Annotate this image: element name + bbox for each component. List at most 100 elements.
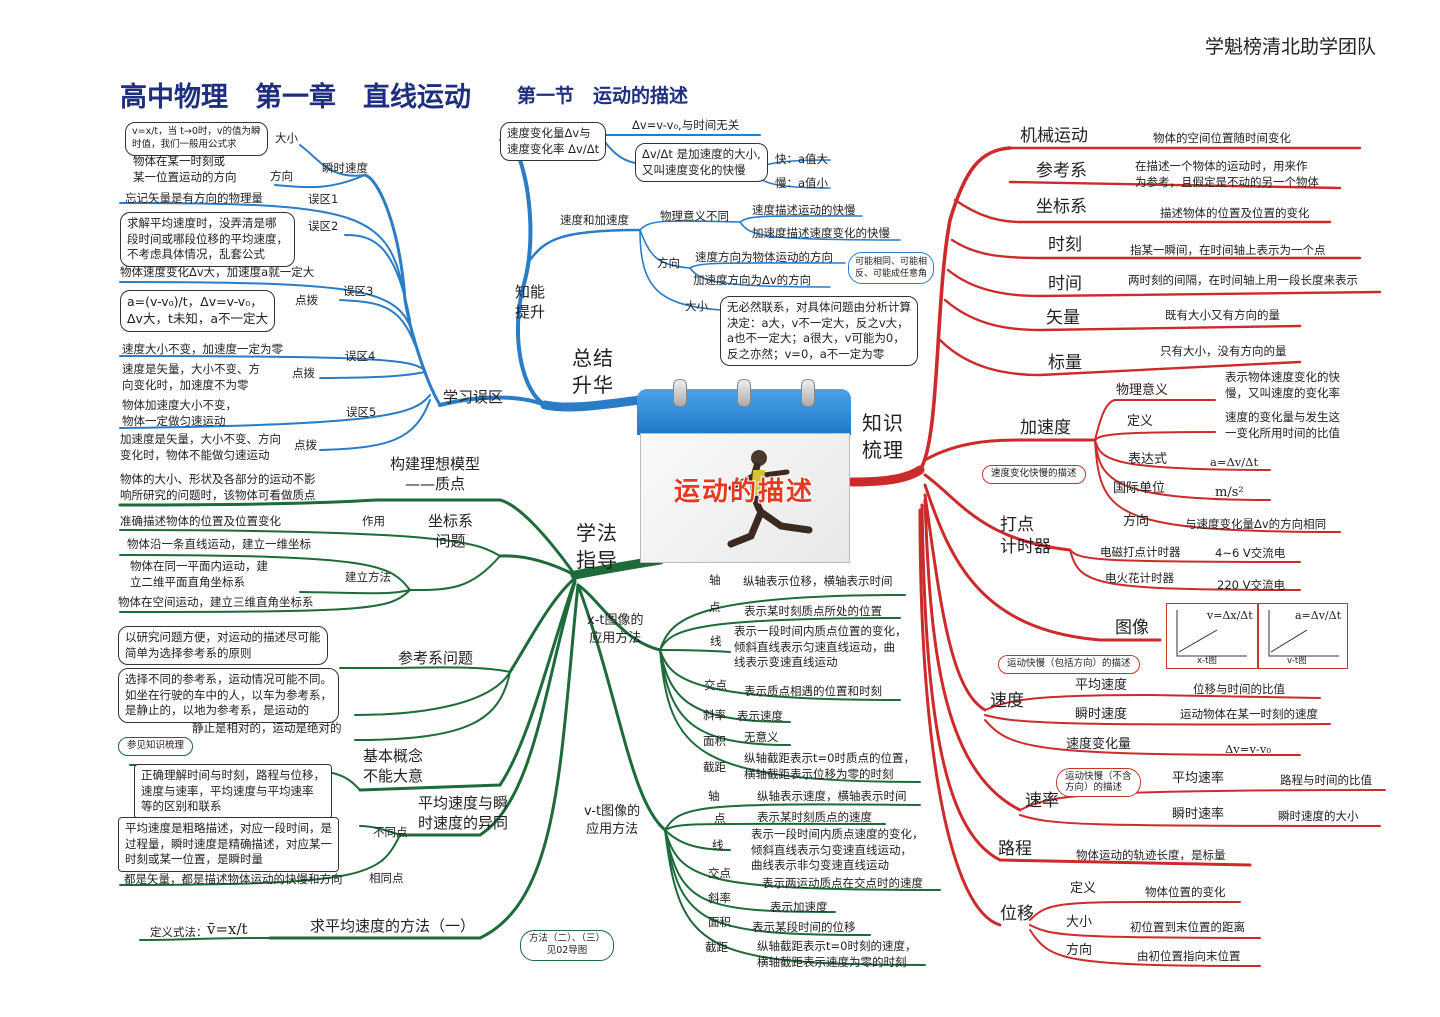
- disp-dir-desc: 由初位置指向末位置: [1137, 949, 1241, 963]
- rate-label: 速度变化量Δv与 速度变化率 Δv/Δt: [500, 122, 607, 162]
- disp-def-desc: 物体位置的变化: [1145, 885, 1226, 899]
- mistake-3-label: 误区3: [343, 284, 374, 298]
- mistake-4-box: 速度是矢量，大小不变、方 向变化时，加速度不为零: [122, 362, 260, 392]
- coord-build-2: 物体在同一平面内运动，建 立二维平面直角坐标系: [130, 559, 268, 589]
- instant-velocity-label: 瞬时速度: [322, 161, 368, 175]
- kr-item-6-label: 标量: [1048, 353, 1082, 373]
- meaning-diff: 物理意义不同: [660, 209, 729, 223]
- path-label: 路程: [998, 839, 1032, 859]
- instant-size-box: v=x/t，当 t→0时，v的值为瞬 时值，我们一般用公式求: [125, 122, 268, 156]
- avgmethod-formula-label: 定义式法：: [150, 925, 208, 939]
- xt-item-6-val: 纵轴截距表示t=0时质点的位置， 横轴截距表示位移为零的时刻: [744, 751, 915, 781]
- branch-summary: 总结 升华: [572, 346, 614, 397]
- vt-item-5-val: 表示某段时间的位移: [752, 920, 856, 934]
- calendar-ring: [801, 379, 815, 407]
- ref-box-2: 选择不同的参考系，运动情况可能不同。 如坐在行驶的车中的人，以车为参考系， 是静…: [118, 668, 339, 723]
- runner-icon: [727, 450, 813, 548]
- avgmethod-formula: v̄=x/t: [207, 920, 248, 938]
- vt-item-5-key: 面积: [708, 915, 731, 929]
- avginst-label: 平均速度与瞬 时速度的异同: [418, 794, 509, 833]
- page-subtitle: 第一节 运动的描述: [517, 85, 689, 107]
- timer-2: 电火花计时器: [1105, 571, 1174, 585]
- speed-inst-desc: 运动物体在某一时刻的速度: [1180, 707, 1318, 721]
- rate-avg-desc: 路程与时间的比值: [1280, 773, 1372, 787]
- coord-role: 作用: [362, 514, 385, 528]
- red-branches: [847, 146, 1386, 967]
- kr-item-1-desc: 在描述一个物体的运动时，用来作 为参考，且假定是不动的另一个物体: [1135, 159, 1319, 189]
- mistake-5-text: 物体加速度大小不变， 物体一定做匀速运动: [122, 398, 237, 428]
- rate-bubble: 运动快慢（不含 方向）的描述: [1056, 768, 1141, 797]
- kr-item-0-desc: 物体的空间位置随时间变化: [1153, 131, 1291, 145]
- ref-box-1: 以研究问题方便，对运动的描述尽可能 简单为选择参考系的原则: [118, 626, 328, 666]
- xt-item-3-key: 交点: [704, 678, 727, 692]
- xt-label: x-t图像的 应用方法: [587, 613, 644, 646]
- direction-1: 速度方向为物体运动的方向: [695, 250, 833, 264]
- speed-label: 速度: [990, 691, 1024, 711]
- instant-dir-text: 物体在某一时刻或 某一位置运动的方向: [133, 154, 237, 184]
- mistake-4-tip: 点拨: [292, 366, 315, 380]
- size-label: 大小: [685, 299, 708, 313]
- graph-xt-axes: [1176, 610, 1247, 657]
- velocity-accel-label: 速度和加速度: [560, 213, 629, 227]
- graph-vt-caption: v-t图: [1287, 656, 1307, 666]
- xt-item-3-val: 表示质点相遇的位置和时刻: [744, 684, 882, 698]
- kr-item-0-label: 机械运动: [1020, 126, 1088, 146]
- kr-item-2-label: 坐标系: [1036, 197, 1087, 217]
- mistake-4-label: 误区4: [345, 349, 376, 363]
- kr-item-6-desc: 只有大小，没有方向的量: [1160, 344, 1287, 358]
- disp-def: 定义: [1070, 881, 1097, 896]
- mistakes-label: 学习误区: [443, 388, 504, 406]
- coord-role-text: 准确描述物体的位置及位置变化: [120, 514, 281, 528]
- xt-item-0-val: 纵轴表示位移，横轴表示时间: [743, 574, 893, 588]
- xt-item-2-key: 线: [710, 634, 722, 648]
- accel-expr-desc: a=Δv/Δt: [1210, 455, 1259, 469]
- ref-text-3: 静止是相对的，运动是绝对的: [192, 721, 342, 735]
- mistake-5-box: 加速度是矢量，大小不变、方向 变化时，物体不能做匀速运动: [120, 432, 281, 462]
- kr-item-1-label: 参考系: [1036, 161, 1087, 181]
- kr-item-5-desc: 既有大小又有方向的量: [1165, 308, 1280, 322]
- coord-build-3: 物体在空间运动，建立三维直角坐标系: [118, 595, 314, 609]
- disp-size-desc: 初位置到末位置的距离: [1130, 920, 1245, 934]
- accel-unit: 国际单位: [1113, 481, 1166, 496]
- calendar-body: [640, 433, 850, 563]
- kr-item-4-desc: 两时刻的间隔，在时间轴上用一段长度来表示: [1128, 273, 1358, 287]
- calendar-ring: [737, 379, 751, 407]
- accel-dir-desc: 与速度变化量Δv的方向相同: [1185, 517, 1327, 531]
- xt-item-5-val: 无意义: [744, 730, 779, 744]
- vt-item-3-key: 交点: [708, 866, 731, 880]
- rate-label-red: 速率: [1025, 791, 1059, 811]
- vt-item-1-val: 表示某时刻质点的速度: [757, 810, 872, 824]
- kr-item-3-desc: 指某一瞬间，在时间轴上表示为一个点: [1130, 243, 1326, 257]
- speed-inst: 瞬时速度: [1075, 707, 1128, 722]
- watermark: 学魁榜清北助学团队: [1205, 36, 1377, 58]
- accel-meaning-desc: 表示物体速度变化的快 慢，又叫速度的变化率: [1225, 370, 1340, 400]
- basic-bubble: 参见知识梳理: [118, 737, 194, 756]
- instant-dir-label: 方向: [270, 169, 293, 183]
- avginst-same: 相同点: [369, 871, 404, 885]
- rate-slow: 慢：a值小: [775, 176, 829, 190]
- mistake-4-text: 速度大小不变，加速度一定为零: [122, 342, 283, 356]
- xt-item-5-key: 面积: [703, 734, 726, 748]
- instant-size-label: 大小: [275, 131, 298, 145]
- avginst-diff: 不同点: [373, 825, 408, 839]
- vt-item-4-val: 表示加速度: [770, 900, 828, 914]
- accel-bubble: 速度变化快慢的描述: [982, 465, 1086, 484]
- graph-vt-formula: a=Δv/Δt: [1295, 609, 1342, 622]
- accel-unit-desc: m/s²: [1215, 485, 1244, 500]
- mistake-5-label: 误区5: [346, 405, 377, 419]
- vt-label: v-t图像的 应用方法: [584, 804, 641, 837]
- speed-avg-desc: 位移与时间的比值: [1193, 682, 1285, 696]
- timer-1: 电磁打点计时器: [1100, 545, 1181, 559]
- path-desc: 物体运动的轨迹长度，是标量: [1076, 848, 1226, 862]
- ideal-model-label: 构建理想模型 ——质点: [390, 455, 481, 494]
- graph-vt-axes: [1268, 610, 1339, 657]
- meaning-1: 速度描述运动的快慢: [752, 203, 856, 217]
- xt-item-4-key: 斜率: [703, 708, 726, 722]
- graph-xt: v=Δx/Δt x-t图: [1166, 603, 1258, 669]
- avgmethod-bubble: 方法（二）、（三） 见02导图: [520, 930, 615, 961]
- mistake-3-tip: 点拨: [295, 293, 318, 307]
- disp-size: 大小: [1066, 915, 1093, 930]
- meaning-2: 加速度描述速度变化的快慢: [752, 226, 890, 240]
- vt-item-2-key: 线: [712, 838, 724, 852]
- basic-box: 正确理解时间与时刻，路程与位移， 速度与速率，平均速度与平均速率 等的区别和联系: [134, 764, 332, 819]
